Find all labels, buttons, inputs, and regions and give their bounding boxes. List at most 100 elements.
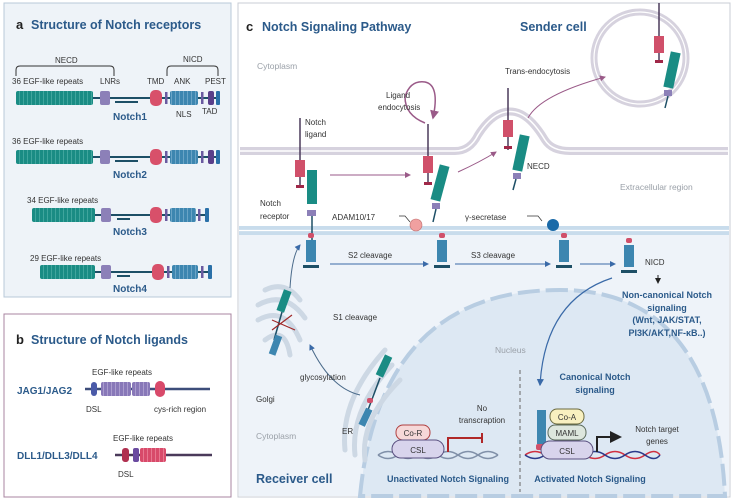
receiver-cell-label: Receiver cell bbox=[256, 472, 332, 486]
cytoplasm-label: Cytoplasm bbox=[257, 61, 297, 71]
arrow bbox=[289, 244, 301, 289]
target-genes-label: genes bbox=[646, 437, 668, 446]
tad-label: TAD bbox=[202, 107, 218, 116]
nicd-label: NICD bbox=[183, 55, 203, 64]
canonical-label: Canonical Notch bbox=[559, 372, 630, 382]
notch2-label: Notch2 bbox=[113, 170, 147, 181]
nicd-fragment bbox=[537, 410, 546, 444]
ank-domain bbox=[170, 91, 198, 105]
dsl-label: DSL bbox=[118, 470, 134, 479]
necd-label: NECD bbox=[55, 56, 78, 65]
canonical-label: signaling bbox=[575, 385, 615, 395]
necd-label: NECD bbox=[527, 162, 550, 171]
nicd-label: NICD bbox=[645, 258, 665, 267]
csl-label: CSL bbox=[559, 447, 575, 456]
lnr-domain bbox=[100, 91, 110, 105]
nucleus-label: Nucleus bbox=[495, 345, 526, 355]
non-canonical-label: (Wnt, JAK/STAT, bbox=[632, 315, 701, 325]
ligand-endocytosis-label: endocytosis bbox=[378, 103, 420, 112]
extracellular-label: Extracellular region bbox=[620, 182, 693, 192]
panel-c: c Notch Signaling Pathway Sender cell Cy… bbox=[237, 2, 731, 498]
internalized-complex bbox=[654, 3, 681, 109]
no-transcription-label: No bbox=[477, 404, 488, 413]
gamma-secretase-label: γ-secretase bbox=[465, 213, 507, 222]
notch2-structure bbox=[16, 149, 220, 165]
golgi-label: Golgi bbox=[256, 395, 275, 404]
lnrs-label: LNRs bbox=[100, 77, 120, 86]
csl-box bbox=[540, 440, 594, 460]
golgi bbox=[255, 284, 308, 358]
panel-letter: a bbox=[16, 17, 24, 32]
co-a-label: Co-A bbox=[558, 413, 577, 422]
panel-title: Notch Signaling Pathway bbox=[262, 20, 411, 34]
scissors-icon bbox=[271, 314, 296, 331]
ligand-endocytosis-label: Ligand bbox=[386, 91, 410, 100]
maml-label: MAML bbox=[555, 429, 579, 438]
dll-label: DLL1/DLL3/DLL4 bbox=[17, 451, 98, 462]
glycosylation-label: glycosylation bbox=[300, 373, 346, 382]
notch4-label: Notch4 bbox=[113, 284, 147, 295]
ligand-receptor-3 bbox=[503, 88, 530, 191]
csl-label: CSL bbox=[410, 446, 426, 455]
cys-rich-label: cys-rich region bbox=[154, 405, 206, 414]
s3-cleavage-label: S3 cleavage bbox=[471, 251, 516, 260]
non-canonical-label: signaling bbox=[647, 303, 687, 313]
tmd-label: TMD bbox=[147, 77, 165, 86]
panel-letter: b bbox=[16, 332, 24, 347]
er-receptor bbox=[358, 354, 393, 427]
notch-receptor-label: receptor bbox=[260, 212, 290, 221]
dsl-label: DSL bbox=[86, 405, 102, 414]
repeats-label: 36 EGF-like repeats bbox=[12, 137, 83, 146]
ligand-receptor-2 bbox=[423, 124, 450, 223]
co-r-label: Co-R bbox=[404, 429, 423, 438]
endocytosis-loop-arrow bbox=[404, 81, 439, 124]
csl-box bbox=[391, 439, 445, 459]
transcription-arrow bbox=[596, 431, 622, 452]
panel-title: Structure of Notch receptors bbox=[31, 18, 201, 32]
repeats-label: 36 EGF-like repeats bbox=[12, 77, 83, 86]
non-canonical-label: Non-canonical Notch bbox=[622, 290, 712, 300]
panel-letter: c bbox=[246, 19, 253, 34]
panel-title: Structure of Notch ligands bbox=[31, 333, 188, 347]
sender-cell-label: Sender cell bbox=[520, 20, 587, 34]
repeats-label: 34 EGF-like repeats bbox=[27, 196, 98, 205]
arrow bbox=[527, 75, 606, 119]
nuclear-translocation-arrow bbox=[536, 277, 613, 387]
er-label: ER bbox=[342, 427, 353, 436]
notch3-label: Notch3 bbox=[113, 227, 147, 238]
pest-label: PEST bbox=[205, 77, 226, 86]
notch3-structure bbox=[32, 207, 209, 223]
arrow bbox=[309, 344, 361, 396]
unactivated-label: Unactivated Notch Signaling bbox=[387, 474, 509, 484]
egf-repeats bbox=[16, 91, 93, 105]
golgi-receptor bbox=[268, 289, 296, 356]
no-transcription-label: transcraption bbox=[459, 416, 505, 425]
adam-label: ADAM10/17 bbox=[332, 213, 376, 222]
cytoplasm-label: Cytoplasm bbox=[256, 431, 296, 441]
repression-symbol bbox=[447, 433, 483, 452]
pest-domain bbox=[208, 91, 214, 105]
notch-receptor-label: Notch bbox=[260, 199, 281, 208]
nicd-bracket bbox=[166, 65, 219, 76]
notch1-label: Notch1 bbox=[113, 112, 147, 123]
adam-enzyme bbox=[409, 218, 423, 232]
dll-structure bbox=[115, 448, 212, 462]
arrow bbox=[457, 151, 497, 173]
notch-ligand-label: Notch bbox=[305, 118, 326, 127]
notch1-structure bbox=[16, 90, 220, 106]
target-genes-label: Notch target bbox=[635, 425, 679, 434]
s1-cleavage-label: S1 cleavage bbox=[333, 313, 378, 322]
panel-b: b Structure of Notch ligands EGF-like re… bbox=[3, 313, 232, 498]
nls-label: NLS bbox=[176, 110, 192, 119]
repeats-label: 29 EGF-like repeats bbox=[30, 254, 101, 263]
co-a-box bbox=[549, 408, 585, 425]
panel-b-frame bbox=[3, 313, 232, 498]
gamma-secretase-enzyme bbox=[547, 219, 559, 231]
nucleus bbox=[357, 287, 728, 498]
egf-repeats-label: EGF-like repeats bbox=[113, 434, 173, 443]
jag-structure bbox=[85, 381, 210, 397]
maml-box bbox=[547, 424, 587, 441]
jag-label: JAG1/JAG2 bbox=[17, 386, 72, 397]
notch-ligand-label: ligand bbox=[305, 130, 326, 139]
